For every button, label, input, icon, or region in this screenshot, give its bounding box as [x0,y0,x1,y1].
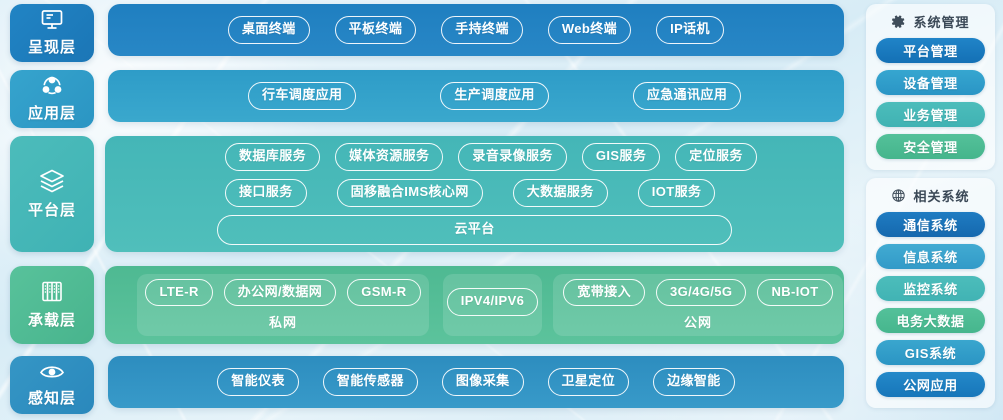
side-button[interactable]: 设备管理 [876,70,985,95]
eye-icon [38,362,66,382]
chip-item[interactable]: 行车调度应用 [248,82,357,110]
server-rack-icon [38,280,66,304]
side-button-label: 公网应用 [903,378,958,393]
layer-band-presentation: 桌面终端 平板终端 手持终端 Web终端 IP话机 [108,4,844,56]
chip-item[interactable]: IOT服务 [637,179,716,207]
monitor-icon [39,9,65,31]
side-button-label: 信息系统 [903,250,958,265]
layer-label: 应用层 [27,105,76,122]
side-button-label: 监控系统 [903,282,958,297]
side-button[interactable]: GIS系统 [876,340,985,365]
layer-label: 平台层 [27,202,76,219]
chip-item[interactable]: 卫星定位 [547,368,630,396]
network-group-public: 宽带接入 3G/4G/5G NB-IOT 公网 [553,274,843,336]
chip-item[interactable]: 录音录像服务 [458,143,567,172]
chip-item[interactable]: IPV4/IPV6 [446,288,539,316]
chip-item[interactable]: 接口服务 [225,179,307,207]
chip-item[interactable]: 手持终端 [441,16,523,44]
chip-item[interactable]: 平板终端 [334,16,417,44]
panel-header: 系统管理 [876,12,985,31]
chip-item[interactable]: 生产调度应用 [440,82,549,110]
side-button[interactable]: 信息系统 [876,244,985,269]
chip-item[interactable]: 3G/4G/5G [655,278,747,307]
layer-tab-presentation[interactable]: 呈现层 [10,4,94,62]
chip-item[interactable]: LTE-R [145,278,213,307]
layer-tab-platform[interactable]: 平台层 [10,136,94,252]
chip-item[interactable]: IP话机 [656,16,724,44]
layer-tab-application[interactable]: 应用层 [10,70,94,128]
chip-item[interactable]: 智能传感器 [322,368,418,396]
layer-band-platform: 数据库服务 媒体资源服务 录音录像服务 GIS服务 定位服务 接口服务 固移融合… [105,136,844,252]
network-group-ip: IPV4/IPV6 [443,274,542,336]
chip-item[interactable]: 办公网/数据网 [223,278,337,307]
side-button-label: GIS系统 [904,346,957,361]
side-button[interactable]: 电务大数据 [876,308,985,333]
side-button[interactable]: 安全管理 [876,134,985,159]
chip-item[interactable]: 媒体资源服务 [335,143,444,172]
network-group-title: 私网 [268,315,297,331]
side-button-label: 通信系统 [903,218,958,233]
chip-item[interactable]: Web终端 [547,16,632,44]
panel-title: 相关系统 [913,189,970,204]
chip-item[interactable]: 定位服务 [675,143,757,172]
chip-item[interactable]: 图像采集 [441,368,524,396]
panel-system-management: 系统管理 平台管理 设备管理 业务管理 安全管理 [866,4,995,170]
chip-item[interactable]: NB-IOT [757,278,833,307]
nodes-icon [39,75,65,97]
chip-item[interactable]: 大数据服务 [512,179,608,207]
layers-icon [37,168,67,194]
layer-tab-bearer[interactable]: 承载层 [10,266,94,344]
chip-item[interactable]: 数据库服务 [225,143,321,172]
panel-title: 系统管理 [913,15,970,30]
side-button-label: 安全管理 [903,140,958,155]
side-button[interactable]: 平台管理 [876,38,985,63]
chip-item[interactable]: 应急通讯应用 [632,82,742,110]
globe-icon [891,188,906,203]
side-button-label: 电务大数据 [896,314,965,329]
chip-item[interactable]: GSM-R [347,278,421,307]
layer-label: 呈现层 [27,39,76,56]
chip-item[interactable]: GIS服务 [581,143,661,172]
network-group-private: LTE-R 办公网/数据网 GSM-R 私网 [137,274,429,336]
chip-item[interactable]: 宽带接入 [563,278,645,307]
network-group-title: 公网 [683,315,712,331]
layer-band-application: 行车调度应用 生产调度应用 应急通讯应用 [108,70,844,122]
side-button[interactable]: 公网应用 [876,372,985,397]
side-button[interactable]: 业务管理 [876,102,985,127]
side-button-label: 业务管理 [903,108,958,123]
layer-band-bearer: LTE-R 办公网/数据网 GSM-R 私网 IPV4/IPV6 宽带接入 3G… [105,266,844,344]
layer-label: 承载层 [27,312,76,329]
chip-cloud-platform[interactable]: 云平台 [217,214,732,245]
panel-related-systems: 相关系统 通信系统 信息系统 监控系统 电务大数据 GIS系统 公网应用 [866,178,995,408]
chip-item[interactable]: 固移融合IMS核心网 [336,179,483,207]
side-button[interactable]: 监控系统 [876,276,985,301]
side-button[interactable]: 通信系统 [876,212,985,237]
layer-label: 感知层 [27,390,76,407]
chip-item[interactable]: 边缘智能 [653,368,735,396]
chip-item[interactable]: 智能仪表 [217,368,299,396]
chip-item[interactable]: 桌面终端 [228,16,310,44]
layer-band-perception: 智能仪表 智能传感器 图像采集 卫星定位 边缘智能 [108,356,844,408]
layer-tab-perception[interactable]: 感知层 [10,356,94,414]
gear-icon [891,14,906,29]
side-button-label: 设备管理 [903,76,958,91]
side-button-label: 平台管理 [903,44,958,59]
panel-header: 相关系统 [876,186,985,205]
